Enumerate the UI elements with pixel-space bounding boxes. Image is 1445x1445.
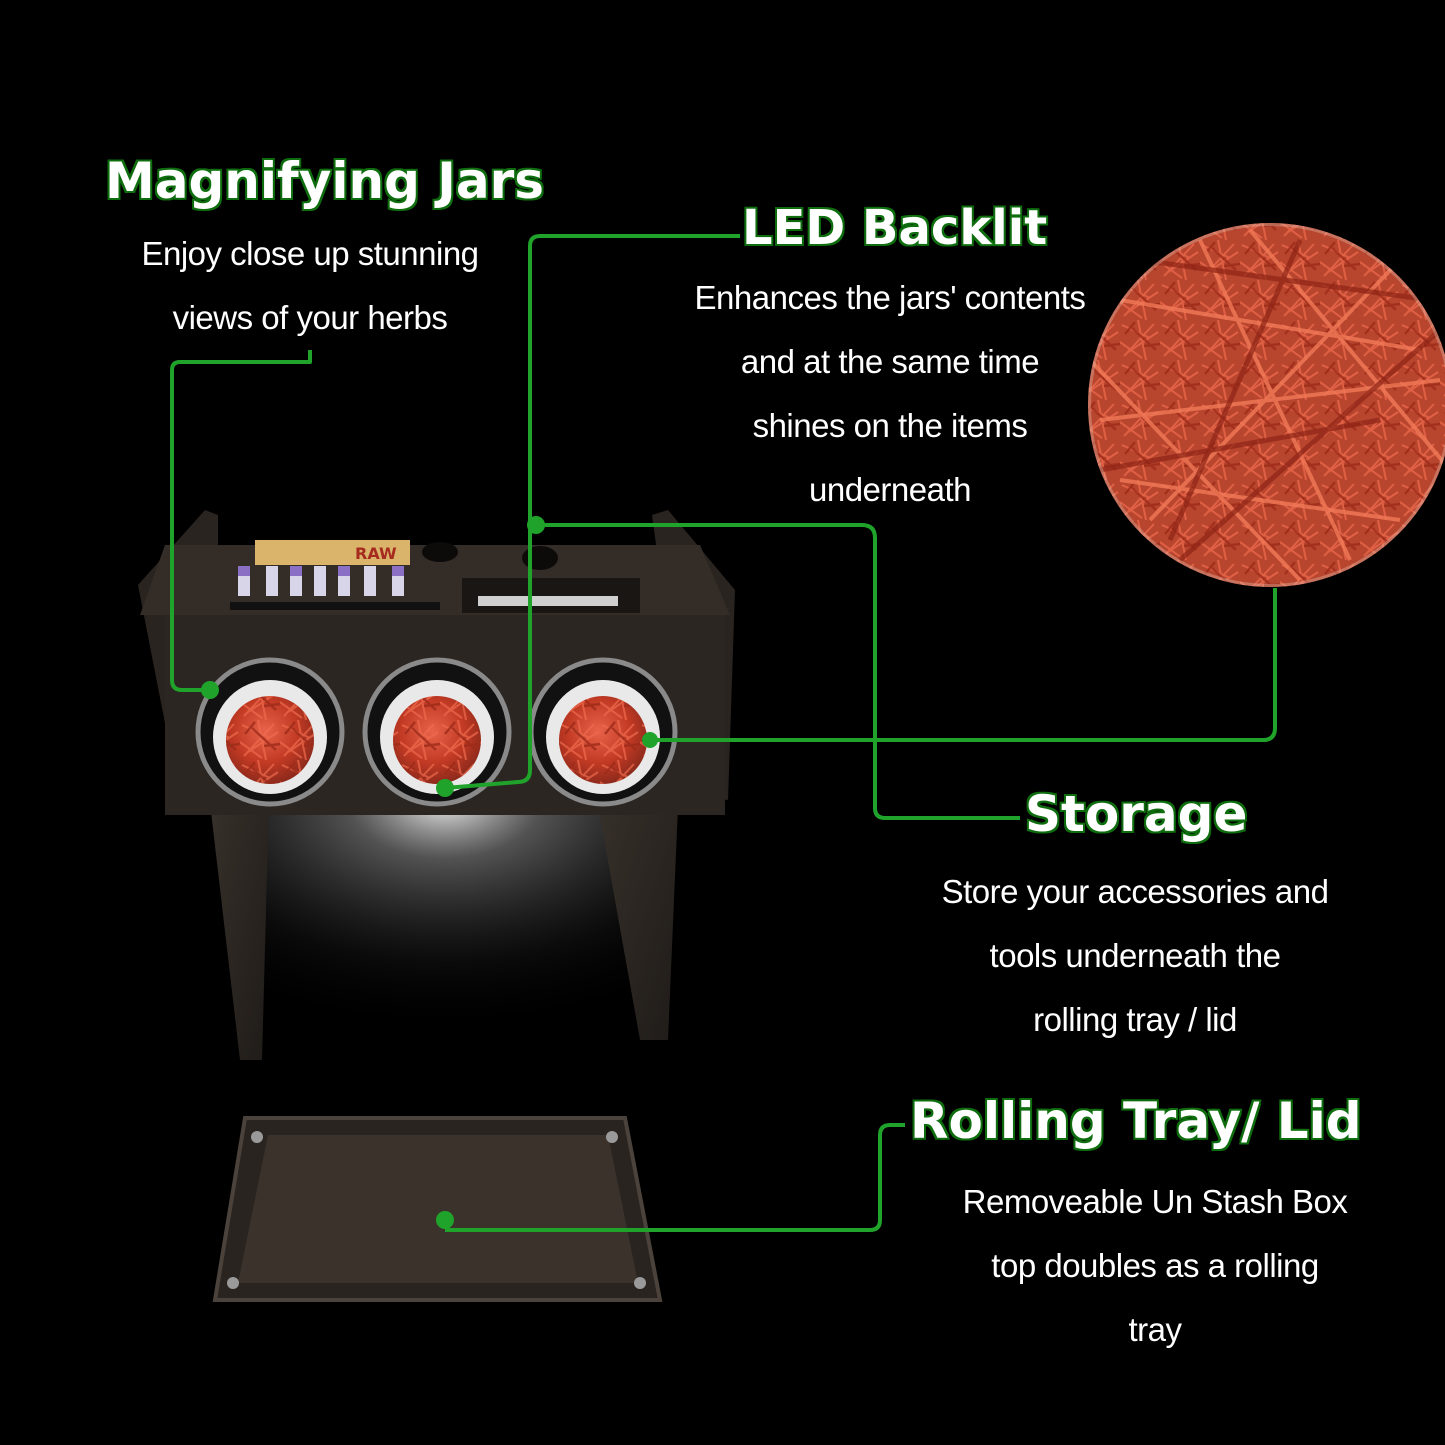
- round-hole-right: [522, 546, 558, 570]
- storage-description: Store your accessories and tools underne…: [935, 860, 1335, 1052]
- magnifying-jars-title: Magnifying Jars: [103, 151, 545, 212]
- callout-line-magnifying: [170, 350, 312, 692]
- led-backlit-description: Enhances the jars' contents and at the s…: [690, 266, 1090, 522]
- papers-box-label: RAW: [355, 544, 397, 563]
- dot-magnifying: [201, 681, 219, 699]
- callout-lines: [170, 234, 1277, 1232]
- tray-line-2: top doubles as a rolling: [991, 1247, 1319, 1284]
- saffron-closeup: [1088, 223, 1445, 587]
- magnifying-line-2: views of your herbs: [172, 299, 448, 336]
- led-line-3: shines on the items: [752, 407, 1028, 444]
- dot-saffron: [642, 732, 658, 748]
- magnifying-jars-description: Enjoy close up stunning views of your he…: [120, 222, 500, 350]
- storage-line-2: tools underneath the: [989, 937, 1281, 974]
- storage-line-1: Store your accessories and: [941, 873, 1329, 910]
- dot-led: [436, 779, 454, 797]
- jar-right: [528, 657, 678, 807]
- rolling-tray-description: Removeable Un Stash Box top doubles as a…: [955, 1170, 1355, 1362]
- led-light-glow: [230, 800, 660, 1060]
- led-line-1: Enhances the jars' contents: [694, 279, 1086, 316]
- storage-line-3: rolling tray / lid: [1033, 1001, 1237, 1038]
- left-leg: [205, 760, 270, 1060]
- rolling-tray: [212, 1116, 663, 1302]
- led-backlit-title: LED Backlit: [740, 199, 1048, 258]
- callout-line-saffron: [650, 588, 1277, 742]
- compartment-items: [478, 596, 618, 606]
- tray-line-3: tray: [1128, 1311, 1182, 1348]
- filter-tips: [238, 566, 404, 596]
- callout-dots: [201, 516, 658, 1229]
- storage-compartment: [462, 578, 640, 613]
- jar-left: [195, 657, 345, 807]
- right-leg: [590, 760, 680, 1040]
- dot-storage: [527, 516, 545, 534]
- paper-slot: [230, 602, 440, 610]
- callout-line-tray: [445, 1123, 905, 1232]
- callout-line-led: [444, 234, 740, 790]
- callout-line-storage: [536, 523, 1020, 820]
- tray-line-1: Removeable Un Stash Box: [962, 1183, 1348, 1220]
- magnifying-line-1: Enjoy close up stunning: [141, 235, 479, 272]
- rolling-tray-title: Rolling Tray/ Lid: [909, 1091, 1364, 1152]
- round-hole-left: [422, 542, 458, 562]
- jar-center: [362, 657, 512, 807]
- papers-box: [255, 540, 410, 565]
- dot-tray: [436, 1211, 454, 1229]
- led-line-4: underneath: [809, 471, 971, 508]
- storage-title: Storage: [1023, 784, 1248, 845]
- led-line-2: and at the same time: [740, 343, 1040, 380]
